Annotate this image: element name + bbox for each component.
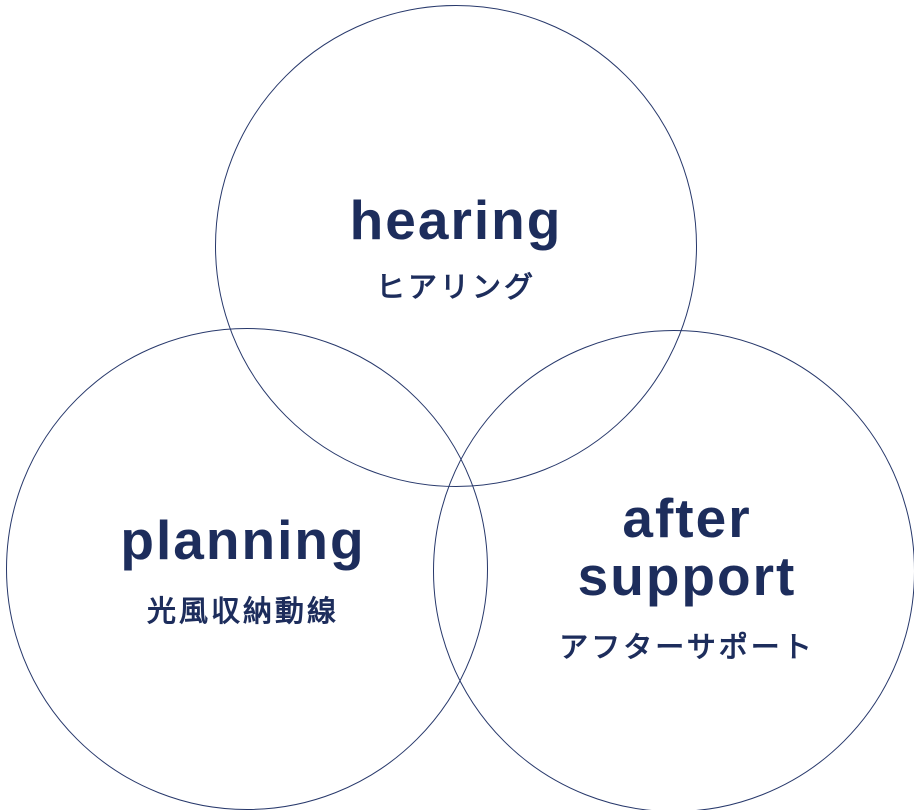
after-support-title-line2: support: [577, 544, 797, 607]
planning-label: planning 光風収納動線: [120, 509, 366, 630]
hearing-label: hearing ヒアリング: [349, 189, 563, 306]
planning-subtitle: 光風収納動線: [146, 595, 340, 628]
after-support-title-line1: after: [622, 487, 752, 549]
after-support-circle: [433, 330, 914, 810]
hearing-title: hearing: [349, 189, 563, 251]
after-support-label: after support アフターサポート: [559, 487, 815, 666]
after-support-subtitle: アフターサポート: [559, 631, 815, 664]
planning-title: planning: [120, 509, 366, 571]
hearing-subtitle: ヒアリング: [375, 271, 536, 304]
